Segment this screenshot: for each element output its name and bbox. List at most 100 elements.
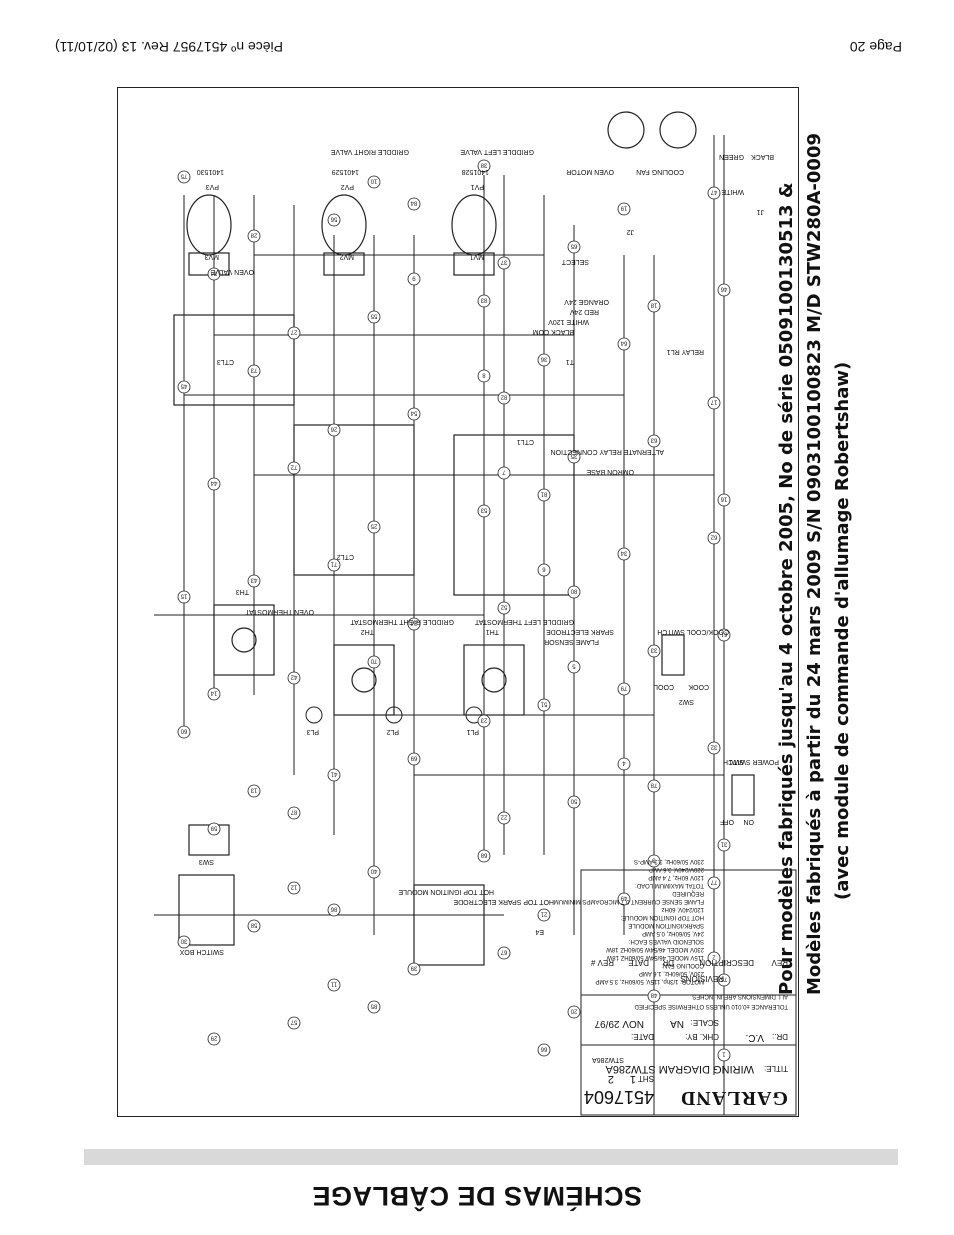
wire-number: 14	[210, 690, 217, 696]
wire-number: 74	[210, 270, 217, 276]
wire-number: 53	[480, 507, 487, 513]
wire-number-bubble	[207, 477, 221, 491]
wire-number: 17	[710, 399, 717, 405]
wire-number: 71	[330, 561, 337, 567]
wire-number: 70	[370, 658, 377, 664]
wire-number: 40	[370, 868, 377, 874]
wire-number: 37	[500, 259, 507, 265]
wire-number: 23	[480, 717, 487, 723]
label-griddle-right-thermostat: GRIDDLE RIGHT THERMOSTAT	[350, 618, 454, 625]
wire-number: 85	[370, 1003, 377, 1009]
wire-number-bubble	[497, 946, 511, 960]
wire-number: 27	[290, 329, 297, 335]
wire-number-bubble	[617, 337, 631, 351]
wire-number-bubble	[707, 741, 721, 755]
label-cooling-fan: COOLING FAN	[636, 168, 684, 175]
label-cool: COOL	[654, 683, 674, 690]
spec-note: TOTAL MAXIMUM LOAD:	[635, 882, 704, 888]
wire-number-bubble	[287, 881, 301, 895]
wire-number-bubble	[497, 811, 511, 825]
wire-number-bubble	[707, 951, 721, 965]
wire-number-bubble	[287, 671, 301, 685]
wire-number: 41	[330, 771, 337, 777]
wire-number-bubble	[247, 919, 261, 933]
label-relay-rl1: RELAY RL1	[666, 348, 704, 355]
title-block	[580, 869, 797, 1116]
wire-number: 42	[290, 674, 297, 680]
wire-number-bubble	[647, 299, 661, 313]
wire-number: 33	[650, 647, 657, 653]
spec-note: 24V, 50/60Hz, 0.5 AMP	[642, 930, 704, 936]
label-griddle-left-valve: GRIDDLE LEFT VALVE	[460, 148, 534, 155]
wire-number-bubble	[327, 978, 341, 992]
wire-number-bubble	[497, 391, 511, 405]
wire-number: 49	[620, 895, 627, 901]
wire-number: 32	[710, 744, 717, 750]
label-ctl3: CTL3	[216, 358, 234, 365]
wire-number: 79	[620, 685, 627, 691]
label-green: GREEN	[719, 153, 744, 160]
wire-number: 64	[620, 340, 627, 346]
wire-number: 84	[410, 200, 417, 206]
wire-number: 48	[650, 992, 657, 998]
wire-number: 5	[572, 663, 576, 669]
wire-number-bubble	[177, 935, 191, 949]
wire-number: 19	[620, 205, 627, 211]
wire-number: 30	[180, 938, 187, 944]
wire-number-bubble	[177, 380, 191, 394]
spec-note: 120/240V, 60Hz	[661, 906, 704, 912]
wire-number-bubble	[707, 531, 721, 545]
wire-number: 65	[570, 243, 577, 249]
wire-number: 6	[542, 566, 546, 572]
spec-note: 230V MODEL 46/54W 50/60HZ 18W	[606, 946, 704, 952]
wire-number-bubble	[367, 310, 381, 324]
wire-number: 7	[502, 469, 506, 475]
wire-number-bubble	[617, 682, 631, 696]
wire-number: 4	[622, 760, 626, 766]
wire-number: 21	[540, 911, 547, 917]
wire-number: 55	[370, 313, 377, 319]
label-oven-thermostat: OVEN THERMOSTAT	[245, 608, 314, 615]
wire-number-bubble	[617, 547, 631, 561]
wire-number-bubble	[647, 854, 661, 868]
label-pl3: PL3	[306, 728, 319, 735]
spec-note: 120V 60Hz, 7.4 AMP	[648, 874, 704, 880]
label-mv2: MV2	[339, 253, 354, 260]
wire-number: 87	[290, 809, 297, 815]
wire-number-bubble	[247, 364, 261, 378]
label-griddle-left-thermostat: GRIDDLE LEFT THERMOSTAT	[474, 618, 574, 625]
spec-notes: MOTOR: 1/3hp, 115V, 50/60Hz, 3.5 AMP 230…	[524, 857, 704, 985]
spec-note: 115V MODEL 46/54W 50/60HZ 18W	[606, 954, 704, 960]
wire-number: 44	[210, 480, 217, 486]
label-wire-tag-c: 1401530	[196, 168, 224, 175]
wire-number: 43	[250, 577, 257, 583]
label-flame-sensor: FLAME SENSOR	[544, 638, 599, 645]
label-oven-valve: OVEN VALVE	[210, 268, 254, 275]
wire-number-bubble	[327, 903, 341, 917]
wire-number-bubble	[207, 687, 221, 701]
wire-number-bubble	[717, 838, 731, 852]
label-wire-tag-a: 1401528	[461, 168, 489, 175]
wire-number-bubble	[647, 434, 661, 448]
wire-number: 20	[570, 1008, 577, 1014]
wire-number: 78	[650, 782, 657, 788]
label-wire-tag-b: 1401529	[331, 168, 359, 175]
wire-number: 63	[650, 437, 657, 443]
spec-note: 230V, 50/60Hz, 1.6 AMP	[638, 970, 704, 976]
wire-number-bubble	[207, 1032, 221, 1046]
label-black-com: BLACK COM	[532, 328, 574, 335]
wire-number: 45	[180, 383, 187, 389]
wire-number: 72	[290, 464, 297, 470]
wire-number: 24	[410, 620, 417, 626]
wire-number-bubble	[177, 170, 191, 184]
wire-number-bubble	[367, 1000, 381, 1014]
label-ctl2: CTL2	[336, 553, 354, 560]
label-white: WHITE	[721, 188, 744, 195]
wire-number-bubble	[497, 256, 511, 270]
wire-number-bubble	[367, 520, 381, 534]
wire-number: 75	[180, 173, 187, 179]
wire-number: 51	[540, 701, 547, 707]
wire-number: 26	[330, 426, 337, 432]
wire-number-bubble	[537, 1043, 551, 1057]
wire-number: 54	[410, 410, 417, 416]
